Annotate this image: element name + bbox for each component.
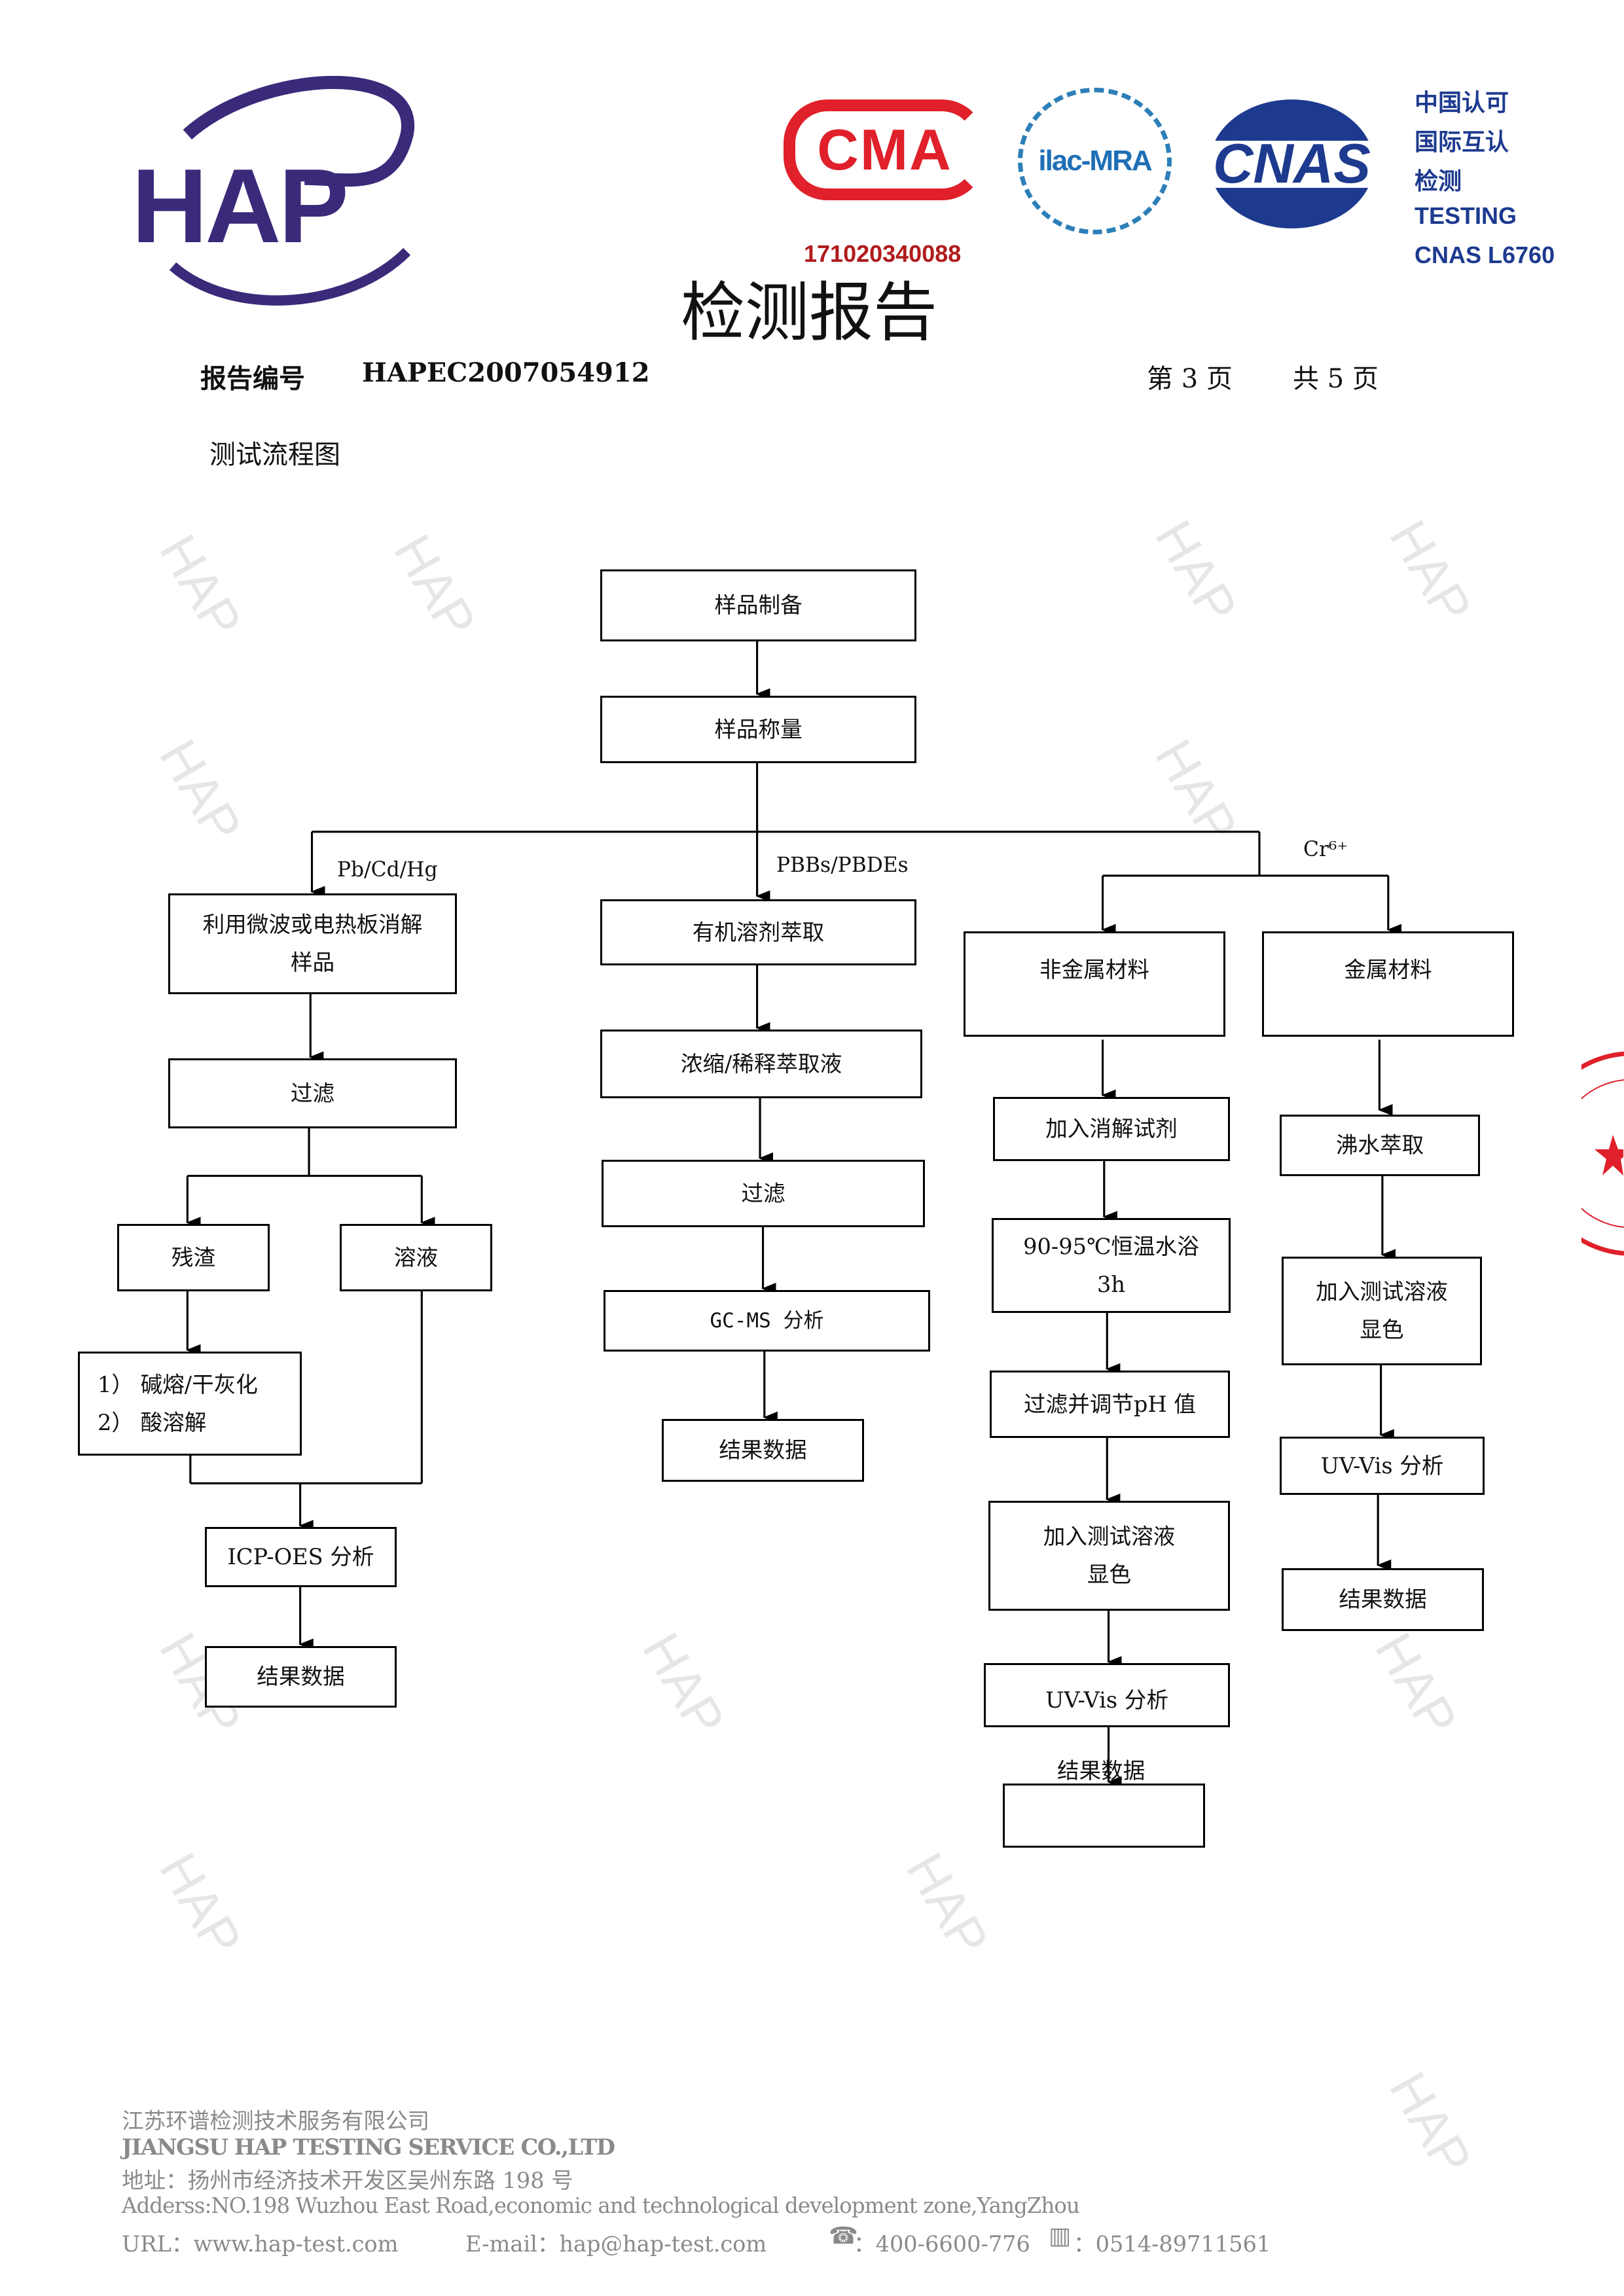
footer-address-en: Adderss:NO.198 Wuzhou East Road,economic… [122,2193,1080,2218]
step-label: 加入消解试剂 [1045,1116,1178,1141]
fax-icon: ▥ [1049,2223,1072,2250]
flow-step-result: 结果数据 [205,1646,397,1708]
footer-fax: ：0514-89711561 [1074,2231,1271,2257]
step-label: 2） 酸溶解 [98,1409,207,1435]
cnas-logo: CNAS [1201,99,1382,228]
branch-label-chromium: Cr⁶⁺ [1303,838,1348,861]
step-label: 结果数据 [719,1437,807,1463]
flow-step-residue-treatment: 1） 碱熔/干灰化 2） 酸溶解 [78,1352,302,1456]
flow-step-boil: 沸水萃取 [1280,1115,1480,1176]
step-label: 利用微波或电热板消解 [202,912,423,937]
accreditation-text: CNAS L6760 [1415,242,1555,268]
accreditation-text: 国际互认 [1415,128,1509,155]
step-label: 样品制备 [714,592,803,618]
step-label: 溶液 [393,1244,439,1270]
flow-step-filter: 过滤 [168,1058,457,1128]
cma-number: 171020340088 [804,240,962,267]
cnas-logo-text: CNAS [1213,132,1371,195]
seal-star-icon [1595,1135,1623,1175]
flow-step-concentrate: 浓缩/稀释萃取液 [600,1030,922,1098]
step-label: 过滤 [741,1180,785,1206]
step-label: 显色 [1360,1317,1404,1342]
footer-address-cn: 地址：扬州市经济技术开发区吴州东路 198 号 [122,2168,573,2193]
report-title: 检测报告 [681,276,938,350]
cma-logo: CMA [784,99,986,200]
flow-step-color: 加入测试溶液显色 [988,1501,1230,1611]
footer-company-cn: 江苏环谱检测技术服务有限公司 [122,2108,430,2134]
flow-step-extract: 有机溶剂萃取 [600,899,916,965]
flow-step-result: 结果数据 [1282,1568,1484,1631]
hap-logo: HAP [129,75,422,310]
official-seal [1581,1051,1624,1256]
footer-phone: ：400-6600-776 [854,2231,1030,2257]
cma-logo-text: CMA [817,117,952,182]
flow-step-gc-ms: GC-MS 分析 [604,1290,930,1352]
step-label: 金属材料 [1344,957,1432,982]
step-label: 非金属材料 [1039,957,1149,982]
step-label: 显色 [1087,1562,1132,1587]
page-total: 共 5 页 [1293,364,1379,394]
ilac-mra-text: ilac-MRA [1038,145,1152,177]
step-label: 有机溶剂萃取 [692,919,825,945]
flow-step-uv-vis: UV-Vis 分析 [1280,1437,1485,1495]
flow-step-icp-oes: ICP-OES 分析 [205,1527,397,1587]
step-label: 加入测试溶液 [1316,1279,1448,1304]
branch-label-heavy-metals: Pb/Cd/Hg [337,858,438,882]
flow-step-residue: 残渣 [117,1224,270,1291]
flow-step-metal: 金属材料 [1262,931,1514,1037]
flow-step-reagent: 加入消解试剂 [993,1097,1230,1161]
flow-step-ph: 过滤并调节pH 值 [990,1371,1230,1438]
step-label: 3h [1097,1271,1125,1297]
branch-label-bromine: PBBs/PBDEs [776,853,909,877]
flow-step-nonmetal: 非金属材料 [964,931,1225,1037]
step-label: 90-95℃恒温水浴 [1023,1233,1199,1259]
accreditation-text: TESTING [1415,202,1517,229]
step-label: UV-Vis 分析 [1320,1452,1444,1479]
flow-step-solution: 溶液 [340,1224,492,1291]
flow-step-digest: 利用微波或电热板消解样品 [168,893,457,994]
step-label: 结果数据 [257,1664,345,1689]
flow-step-result-box [1003,1784,1205,1848]
flow-step-result-label: 结果数据 [1057,1758,1146,1784]
report-no-label: 报告编号 [200,363,305,394]
step-label: UV-Vis 分析 [1045,1687,1168,1713]
step-label: ICP-OES 分析 [227,1544,374,1570]
step-label: 加入测试溶液 [1043,1524,1176,1549]
step-label: 浓缩/稀释萃取液 [680,1050,842,1077]
step-label: 样品 [290,950,335,975]
ilac-mra-logo: ilac-MRA [1018,88,1172,234]
flow-step-weigh: 样品称量 [600,696,916,763]
step-label: 残渣 [171,1244,216,1270]
flow-step-sample-prep: 样品制备 [600,569,916,641]
accreditation-text: 检测 [1415,168,1462,194]
footer-url[interactable]: URL：www.hap-test.com [122,2231,399,2257]
footer-company-en: JIANGSU HAP TESTING SERVICE CO.,LTD [122,2134,615,2160]
step-label: 过滤 [290,1080,335,1106]
step-label: 样品称量 [714,716,803,742]
page-current: 第 3 页 [1147,364,1233,394]
phone-icon: ☎ [829,2223,858,2250]
step-label: 1） 碱熔/干灰化 [98,1371,258,1397]
step-label: 结果数据 [1339,1587,1427,1612]
flow-step-color: 加入测试溶液显色 [1282,1257,1482,1365]
report-no: HAPEC2007054912 [362,357,650,388]
flow-step-filter: 过滤 [602,1160,925,1227]
flow-step-uv-vis: UV-Vis 分析 [984,1663,1230,1727]
section-title: 测试流程图 [209,440,340,470]
flow-step-water-bath: 90-95℃恒温水浴 3h [992,1218,1231,1313]
footer-email[interactable]: E-mail：hap@hap-test.com [465,2231,767,2257]
step-label: 沸水萃取 [1335,1132,1424,1158]
accreditation-text: 中国认可 [1415,89,1509,116]
step-label: GC-MS 分析 [710,1309,824,1333]
flow-step-result: 结果数据 [662,1419,864,1482]
step-label: 过滤并调节pH 值 [1024,1391,1196,1417]
hap-logo-text: HAP [132,147,349,265]
